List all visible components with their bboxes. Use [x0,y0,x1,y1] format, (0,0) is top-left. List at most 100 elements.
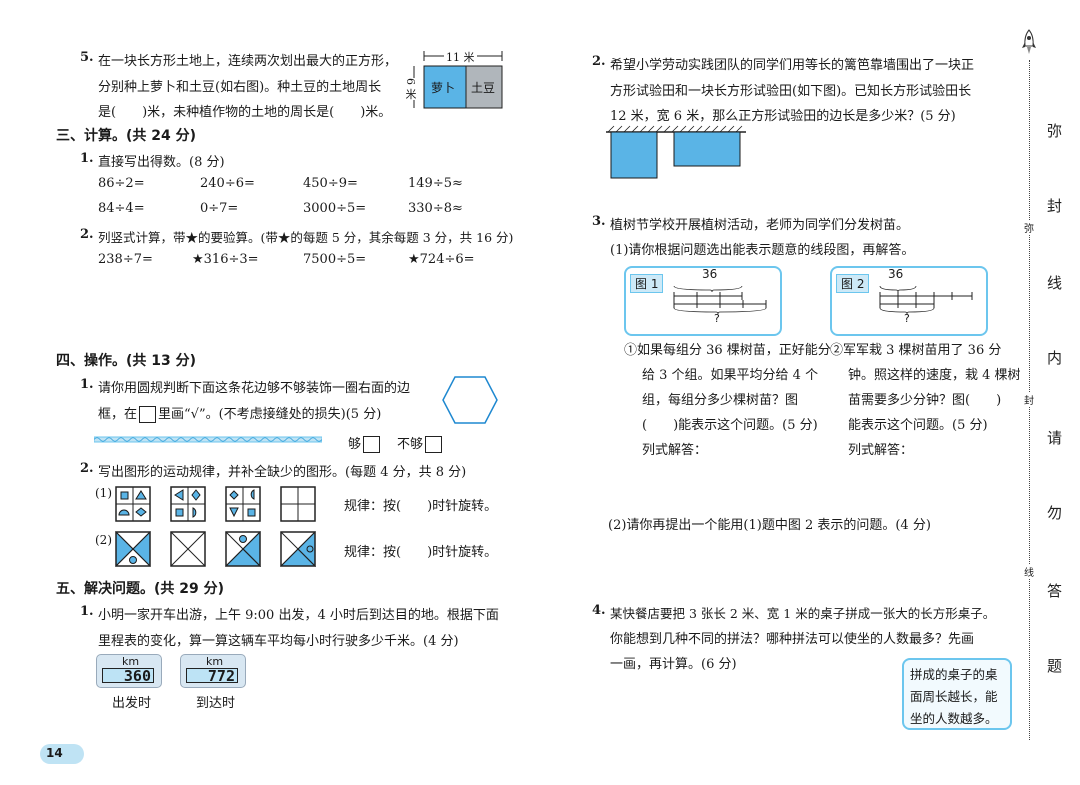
rotation-grid [225,531,261,567]
question-text: 在一块长方形土地上，连续两次划出最大的正方形， [98,54,398,69]
answer-box[interactable] [139,406,157,423]
rule-text: 规律：按( )时针旋转。 [344,545,498,560]
question-text: 方形试验田和一块长方形试验田(如下图)。已知长方形试验田长 [610,84,972,99]
question-number: 1. [80,604,94,619]
odometer-caption: 出发时 [112,696,152,711]
rotation-grid [115,486,151,522]
not-enough-box[interactable] [425,436,443,453]
question-text: 框，在 里画“√”。(不考虑接缝处的损失)(5 分) [98,403,381,423]
question-text: 写出图形的运动规律，并补全缺少的图形。(每题 4 分，共 8 分) [98,465,467,480]
seal-small-char: 线 [1024,564,1034,579]
calc-item: ★724÷6= [408,252,475,267]
calc-item: 3000÷5= [303,201,367,216]
seal-char: 答 [1047,582,1063,600]
segment-bottom-label: ? [714,312,720,325]
question-number: 2. [80,461,94,476]
segment-top-label: 36 [702,267,718,281]
rotation-grid [170,531,206,567]
question-text: 小明一家开车出游，上午 9:00 出发，4 小时后到达目的地。根据下面 [98,608,499,623]
seal-char: 请 [1047,429,1063,447]
odometer-caption: 到达时 [196,696,236,711]
radish-label: 萝卜 [431,81,456,95]
question-number: 1. [80,151,94,166]
question-number: 3. [592,214,606,229]
calc-item: 240÷6= [200,176,255,191]
question-text: 某快餐店要把 3 张长 2 米、宽 1 米的桌子拼成一张大的长方形桌子。 [610,606,996,621]
question-text: (1)请你根据问题选出能表示题意的线段图，再解答。 [610,243,915,258]
width-label: 11 米 [444,49,477,65]
fig-tag: 图 2 [836,274,870,293]
not-enough-label: 不够 [397,437,424,452]
odometer-value: 772 [186,668,238,684]
section-heading: 四、操作。(共 13 分) [56,353,197,369]
sub-question-text: ①如果每组分 36 棵树苗，正好能分 [624,343,831,358]
question-text-part: 框，在 [98,407,138,422]
row-label: (2) [95,533,112,547]
calc-item: 7500÷5= [303,252,367,267]
question-text: 一画，再计算。(6 分) [610,657,737,672]
odometer-unit: km [122,655,140,668]
field-figure: 11 米 6 米 萝卜 土豆 [402,48,504,118]
rotation-grid [225,486,261,522]
seal-small-char: 封 [1024,392,1034,407]
calc-item: 238÷7= [98,252,153,267]
question-text: 12 米，宽 6 米，那么正方形试验田的边长是多少米？(5 分) [610,109,956,124]
section-heading: 三、计算。(共 24 分) [56,128,197,144]
sub-question-text: 钟。照这样的速度，栽 4 棵树 [848,368,1021,383]
calc-item: 450÷9= [303,176,358,191]
hexagon-frame [442,376,498,424]
sub-question-text: 列式解答： [642,443,708,458]
odometer-end: km 772 [180,654,246,688]
seal-char: 弥 [1047,122,1063,140]
calc-item: 330÷8≈ [408,201,463,216]
not-enough-option: 不够 [397,433,444,453]
seal-char: 勿 [1047,504,1063,522]
question-text: 直接写出得数。(8 分) [98,155,225,170]
question-text: 希望小学劳动实践团队的同学们用等长的篱笆靠墙围出了一块正 [610,58,975,73]
sub-question-text: ( )能表示这个问题。(5 分) [642,418,818,433]
fig-tag: 图 1 [630,274,664,293]
rotation-grid [170,486,206,522]
hint-box: 拼成的桌子的桌面周长越长，能坐的人数越多。 [902,658,1012,730]
sub-question-text: 组，每组分多少棵树苗？图 [642,393,799,408]
segment-svg [879,285,973,315]
segment-bottom-label: ? [904,312,910,325]
enough-box[interactable] [363,436,381,453]
seal-char: 封 [1047,197,1063,215]
segment-svg [673,285,767,315]
rotation-grid [280,531,316,567]
enough-option: 够 [348,433,382,453]
seal-char: 内 [1047,349,1063,367]
page-number-badge: 14 [40,744,84,764]
line-diagram-fig2: 图 2 36 ? [830,266,988,336]
question-text: 你能想到几种不同的拼法？哪种拼法可以使坐的人数最多？先画 [610,632,975,647]
question-text-part: 里画“√”。(不考虑接缝处的损失)(5 分) [158,407,382,422]
seal-small-char: 弥 [1024,220,1034,235]
sub-question-text: 给 3 个组。如果平均分给 4 个 [642,368,819,383]
segment-top-label: 36 [888,267,904,281]
sub-question-text: ②军军栽 3 棵树苗用了 36 分 [830,343,1002,358]
question-text: 请你用圆规判断下面这条花边够不够装饰一圈右面的边 [98,381,411,396]
question-number: 1. [80,377,94,392]
sub-question-text: 能表示这个问题。(5 分) [848,418,988,433]
section-heading: 五、解决问题。(共 29 分) [56,581,225,597]
calc-item: ★316÷3= [192,252,259,267]
lace-border [94,436,322,443]
field-diagram [606,125,746,179]
question-text: 植树节学校开展植树活动，老师为同学们分发树苗。 [610,218,910,233]
page-number: 14 [46,746,63,760]
rotation-grid-empty[interactable] [280,486,316,522]
question-text: (2)请你再提出一个能用(1)题中图 2 表示的问题。(4 分) [608,518,931,533]
sub-question-text: 列式解答： [848,443,914,458]
enough-label: 够 [348,437,362,452]
rotation-grid [115,531,151,567]
odometer-start: km 360 [96,654,162,688]
field-figure-svg [413,51,503,109]
line-diagram-fig1: 图 1 36 ? [624,266,782,336]
seal-char: 题 [1047,657,1063,675]
question-text: 里程表的变化，算一算这辆车平均每小时行驶多少千米。(4 分) [98,634,459,649]
question-number: 2. [592,54,606,69]
calc-item: 149÷5≈ [408,176,463,191]
calc-item: 86÷2= [98,176,145,191]
calc-item: 84÷4= [98,201,145,216]
